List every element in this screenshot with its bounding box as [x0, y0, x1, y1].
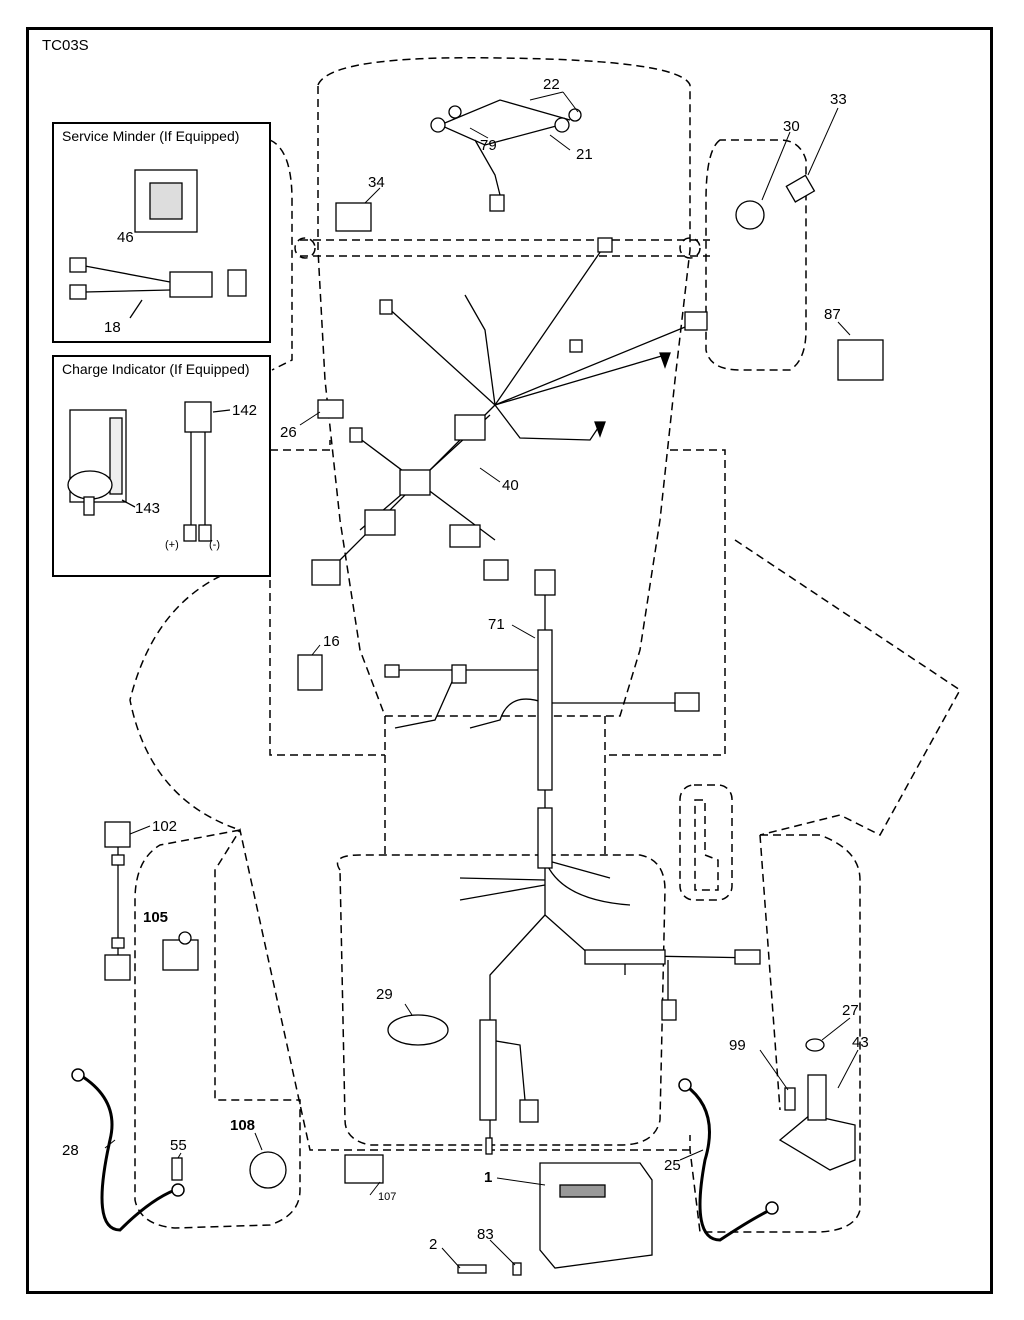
seat-outline: [336, 854, 666, 1146]
part-label-83: 83: [477, 1226, 494, 1243]
switch-108: [249, 1151, 287, 1189]
part-label-79: 79: [480, 137, 497, 154]
nut-27: [805, 1038, 825, 1052]
key-33: [785, 174, 816, 203]
part-label-143: 143: [135, 500, 161, 517]
part-label-26: 26: [280, 424, 297, 441]
part-label-99: 99: [729, 1037, 746, 1054]
polarity-negative-label: (-): [209, 539, 220, 551]
fuse-holder-26: [317, 399, 344, 419]
part-label-16: 16: [323, 633, 340, 650]
left-wheel-arc: [129, 559, 271, 831]
part-label-71: 71: [488, 616, 505, 633]
part-label-142: 142: [232, 402, 258, 419]
part-label-2: 2: [429, 1236, 438, 1253]
part-label-34: 34: [368, 174, 385, 191]
part-label-105: 105: [143, 909, 169, 926]
part-label-30: 30: [783, 118, 800, 135]
connector-16: [297, 654, 323, 691]
cable-28: [79, 1073, 176, 1232]
part-label-1: 1: [484, 1169, 493, 1186]
part-label-87: 87: [824, 306, 841, 323]
part-label-55: 55: [170, 1137, 187, 1154]
part-label-107: 107: [378, 1191, 397, 1203]
diagram-code: TC03S: [42, 37, 89, 54]
headlight-bulb-left: [430, 117, 446, 133]
part-label-40: 40: [502, 477, 519, 494]
part-label-33: 33: [830, 91, 847, 108]
part-label-102: 102: [152, 818, 178, 835]
ignition-switch-30: [735, 200, 765, 230]
part-label-28: 28: [62, 1142, 79, 1159]
switch-34: [335, 202, 372, 232]
left-rear-outline: [134, 828, 690, 1229]
module-107: [344, 1154, 384, 1184]
switch-105: [162, 939, 199, 971]
part-label-27: 27: [842, 1002, 859, 1019]
charge-harness-142: [184, 401, 212, 433]
cable-25: [684, 1083, 771, 1242]
harness-40: [311, 237, 708, 586]
part-label-25: 25: [664, 1157, 681, 1174]
part-label-21: 21: [576, 146, 593, 163]
screw-55: [171, 1157, 183, 1181]
diagram-frame: [26, 27, 993, 1294]
grommet-29: [387, 1014, 449, 1046]
headlight-harness-79: [439, 99, 571, 196]
part-label-22: 22: [543, 76, 560, 93]
left-fender-outline: [269, 139, 293, 371]
part-label-46: 46: [117, 229, 134, 246]
polarity-positive-label: (+): [165, 539, 179, 551]
nut-83: [512, 1262, 522, 1276]
part-label-108: 108: [230, 1117, 256, 1134]
right-wheel-outline: [734, 539, 961, 836]
hood-outline: [317, 56, 691, 717]
bolt-2: [457, 1264, 487, 1274]
service-minder-title: Service Minder (If Equipped): [62, 128, 240, 144]
solenoid-87: [837, 339, 884, 381]
charge-indicator-title: Charge Indicator (If Equipped): [62, 361, 250, 377]
dash-line: [300, 239, 710, 257]
part-label-43: 43: [852, 1034, 869, 1051]
part-label-18: 18: [104, 319, 121, 336]
headlight-bulb-right: [554, 117, 570, 133]
bracket-43: [778, 1114, 856, 1171]
right-rear-outline: [689, 834, 861, 1233]
part-label-29: 29: [376, 986, 393, 1003]
harness-71: [384, 569, 761, 1155]
bolt-99: [784, 1087, 796, 1111]
